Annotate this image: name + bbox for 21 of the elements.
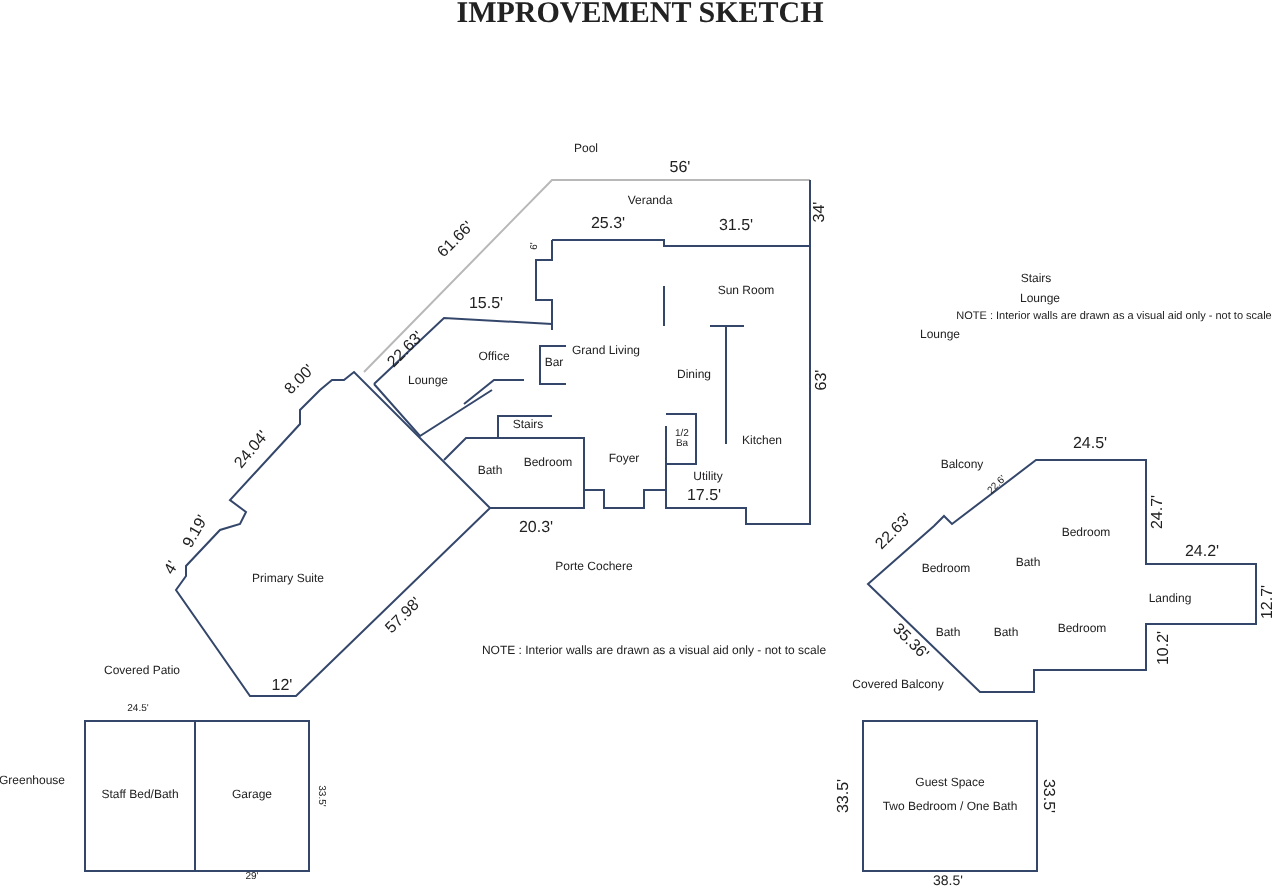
dimension-label: 63' bbox=[814, 369, 830, 391]
dimension-label: 10.2' bbox=[1156, 630, 1172, 666]
dimension-label: 25.3' bbox=[590, 216, 626, 232]
dimension-label: 17.5' bbox=[686, 488, 722, 504]
building-box bbox=[862, 720, 1038, 872]
dimension-label: 33.5' bbox=[1040, 778, 1056, 814]
title: IMPROVEMENT SKETCH bbox=[454, 0, 826, 32]
dimension-label: 33.5' bbox=[836, 778, 852, 814]
dimension-label: 12.7' bbox=[1260, 584, 1276, 620]
dimension-label: 24.5' bbox=[1072, 436, 1108, 452]
dimension-label: 15.5' bbox=[468, 296, 504, 312]
room-box bbox=[84, 720, 196, 872]
dimension-label: 56' bbox=[669, 160, 691, 176]
dimension-label: 34' bbox=[812, 201, 828, 223]
dimension-label: 20.3' bbox=[518, 520, 554, 536]
dimension-label: 12' bbox=[271, 678, 293, 694]
dimension-label: 24.7' bbox=[1150, 494, 1166, 530]
dimension-label: 4' bbox=[162, 558, 182, 578]
room-box bbox=[194, 720, 310, 872]
dimension-label: 24.2' bbox=[1184, 544, 1220, 560]
dimension-label: 31.5' bbox=[718, 218, 754, 234]
